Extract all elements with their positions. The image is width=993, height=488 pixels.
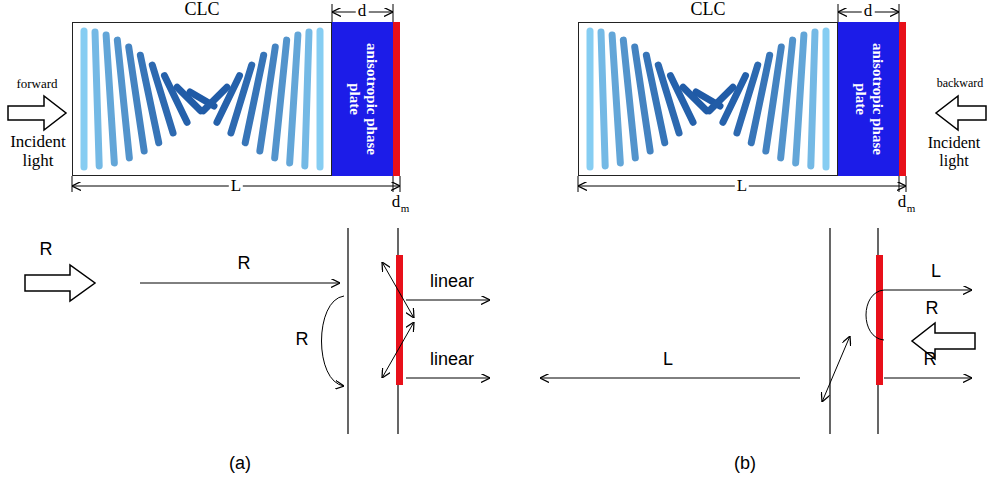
dimension-tick <box>899 176 900 192</box>
cell-heading: CLC <box>73 0 331 20</box>
polarization-label: linear <box>430 350 474 370</box>
lc-rod <box>317 31 324 167</box>
panel-label: (a) <box>229 454 251 474</box>
polarization-arrow <box>822 336 850 402</box>
lc-rod <box>260 47 275 151</box>
mirror-strip <box>396 255 403 385</box>
polarization-label: linear <box>430 272 474 292</box>
incident-arrow <box>912 323 975 359</box>
mirror-strip <box>876 255 883 385</box>
polarization-label: R <box>296 330 309 350</box>
lc-rod <box>587 31 594 167</box>
polarization-label: R <box>40 240 53 260</box>
dimension-tick <box>393 176 394 192</box>
dimension-tick <box>400 176 401 192</box>
ray-arrow <box>884 378 972 379</box>
polarization-label: L <box>931 262 941 282</box>
dimension-label: L <box>229 177 243 196</box>
dimension-tick <box>578 176 579 192</box>
cell-box: CLC <box>578 22 838 176</box>
lc-rod <box>612 35 620 163</box>
polarization-label: R <box>926 299 939 319</box>
dimension-label: L <box>735 177 749 196</box>
reflection-arc <box>322 296 345 386</box>
ray-arrow <box>540 378 800 379</box>
direction-label: backward <box>937 77 984 90</box>
lc-rod <box>275 40 287 158</box>
interface-line <box>347 228 348 434</box>
ray-arrow <box>406 378 490 379</box>
subscript-label: m <box>907 202 916 214</box>
incident-arrow <box>25 265 95 301</box>
incident-label: Incident light <box>921 134 987 169</box>
dimension-tick <box>393 4 394 22</box>
dimension-tick <box>838 4 839 22</box>
incident-label: Incident light <box>2 133 74 170</box>
lc-rod <box>811 32 815 166</box>
lc-rod <box>305 32 309 166</box>
lc-rod <box>823 31 830 167</box>
mirror-strip <box>393 22 400 176</box>
ray-arrow <box>140 283 340 284</box>
cell-heading: CLC <box>579 0 837 20</box>
dimension-label: d <box>356 2 369 21</box>
lc-rod <box>601 32 605 166</box>
polarization-label: L <box>663 350 673 370</box>
ray-arrow <box>406 300 490 301</box>
dimension-tick <box>899 4 900 22</box>
dimension-label: d <box>862 2 875 21</box>
incident-arrow <box>936 96 986 130</box>
polarization-arrow <box>382 262 414 318</box>
phase-plate: anisotropic phase plate <box>838 22 899 176</box>
interface-line <box>829 228 830 434</box>
lc-rod <box>95 32 99 166</box>
lc-rod <box>766 47 781 151</box>
phase-plate: anisotropic phase plate <box>332 22 393 176</box>
lc-rod <box>165 76 188 123</box>
dimension-label: d <box>898 193 907 212</box>
dimension-label: d <box>392 193 401 212</box>
lc-rod <box>106 35 114 163</box>
mirror-strip <box>899 22 906 176</box>
plate-label: anisotropic phase plate <box>345 26 380 172</box>
subscript-label: m <box>401 202 410 214</box>
dimension-tick <box>906 176 907 192</box>
lc-rod <box>290 35 298 163</box>
dimension-tick <box>72 176 73 192</box>
incident-arrow <box>8 96 66 130</box>
lc-rod <box>796 35 804 163</box>
reflection-arc <box>866 290 972 340</box>
panel-label: (b) <box>734 454 756 474</box>
lc-rod <box>781 40 793 158</box>
plate-label: anisotropic phase plate <box>851 26 886 172</box>
lc-rod <box>81 31 88 167</box>
dimension-tick <box>332 4 333 22</box>
polarization-arrow <box>382 322 414 378</box>
polarization-label: R <box>238 254 251 274</box>
polarization-label: R <box>924 350 937 370</box>
cell-box: CLC <box>72 22 332 176</box>
liquid-crystal-rods <box>84 31 826 167</box>
lc-rod <box>671 76 694 123</box>
direction-label: forward <box>16 77 57 91</box>
